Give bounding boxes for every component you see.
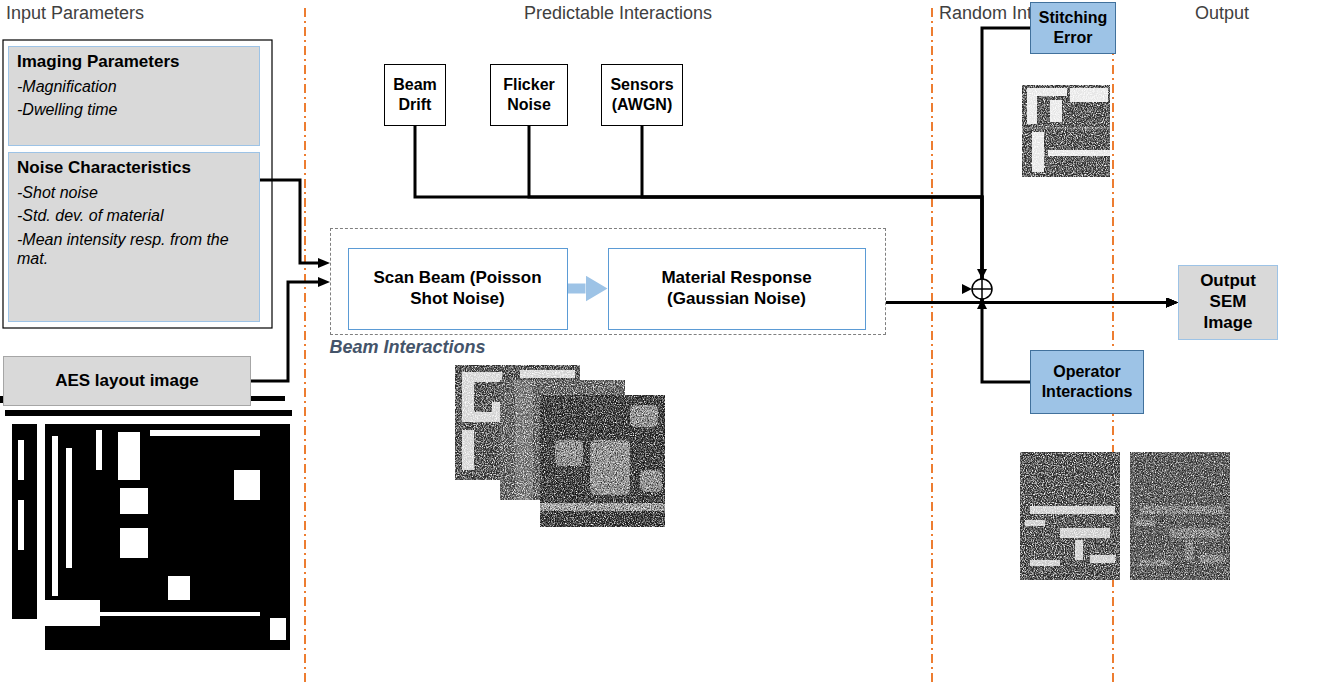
layout-image xyxy=(270,618,286,640)
text-holder: Beam Drift xyxy=(389,75,441,114)
stitching-image xyxy=(1022,85,1110,177)
operator-image xyxy=(1130,452,1230,580)
operator-image xyxy=(1020,452,1120,580)
parameter-box: Noise Characteristics -Shot noise -Std. de… xyxy=(8,152,260,322)
column-divider xyxy=(305,8,1113,683)
stitching-image xyxy=(1022,85,1110,177)
list-item: -Magnification xyxy=(17,77,251,97)
column-heading: Predictable Interactions xyxy=(521,3,715,24)
summing-junction xyxy=(981,279,983,299)
operator-image xyxy=(1020,452,1230,580)
beam-interaction-image xyxy=(540,395,665,527)
beam-interaction-image xyxy=(455,365,665,527)
summing-junction xyxy=(977,269,987,279)
group-heading: Beam Interactions xyxy=(330,337,486,359)
text-holder: Noise Characteristics -Shot noise -Std. de… xyxy=(17,158,251,269)
operator-image xyxy=(1130,452,1230,580)
text-holder: Operator Interactions xyxy=(1035,362,1139,401)
list-item: -Shot noise xyxy=(17,183,251,203)
noise-source-box: Flicker Noise xyxy=(490,64,568,126)
parameter-box: Imaging Parameters -Magnification -Dwellin… xyxy=(8,46,260,146)
process-box: Material Response (Gaussian Noise) xyxy=(608,248,866,330)
layout-image xyxy=(120,488,148,514)
operator-image xyxy=(1130,452,1230,580)
summing-junction xyxy=(977,299,987,309)
layout-image xyxy=(168,576,190,600)
connector-arrow xyxy=(251,282,318,381)
input-frame xyxy=(3,40,272,328)
layout-image xyxy=(234,470,260,500)
text-holder: Flicker Noise xyxy=(495,75,563,114)
process-box: Scan Beam (Poisson Shot Noise) xyxy=(348,248,568,330)
column-divider xyxy=(304,8,306,683)
list-item: -Mean intensity resp. from the mat. xyxy=(17,230,251,269)
layout-image xyxy=(52,436,58,596)
connector-arrow xyxy=(260,180,318,263)
box-label: Flicker Noise xyxy=(495,75,563,114)
layout-image xyxy=(45,424,290,650)
text-holder: Beam Interactions xyxy=(330,337,486,359)
summing-junction xyxy=(972,279,992,299)
list-item: -Dwelling time xyxy=(17,100,251,120)
list-item: -Std. dev. of material xyxy=(17,206,251,226)
text-holder: Material Response (Gaussian Noise) xyxy=(613,268,861,309)
box-label: Beam Drift xyxy=(389,75,441,114)
box-heading: Noise Characteristics xyxy=(17,158,251,179)
layout-image xyxy=(150,430,260,436)
box-label: Operator Interactions xyxy=(1035,362,1139,401)
text-holder: AES layout image xyxy=(8,371,246,392)
text-holder: Imaging Parameters -Magnification -Dwellin… xyxy=(17,52,251,120)
layout-image xyxy=(118,432,140,480)
summing-junction xyxy=(962,269,992,309)
random-effect-box: Stitching Error xyxy=(1030,2,1116,54)
box-label: Scan Beam (Poisson Shot Noise) xyxy=(353,268,563,309)
layout-image xyxy=(12,424,37,619)
random-effect-box: Operator Interactions xyxy=(1030,350,1144,414)
text-holder: Scan Beam (Poisson Shot Noise) xyxy=(353,268,563,309)
operator-image xyxy=(1020,452,1120,580)
box-label: Stitching Error xyxy=(1035,8,1111,47)
layout-image xyxy=(18,500,24,550)
beam-interaction-image xyxy=(540,395,665,527)
box-label: Output SEM Image xyxy=(1183,271,1273,333)
layout-image xyxy=(0,396,292,650)
group-box: Beam InteractionsScan Beam (Poisson Shot… xyxy=(330,228,886,335)
layout-image xyxy=(66,448,72,568)
layout-image xyxy=(18,440,24,480)
column-divider xyxy=(931,8,933,683)
box-label: AES layout image xyxy=(8,371,246,392)
text-holder: Stitching Error xyxy=(1035,8,1111,47)
input-box: AES layout image xyxy=(3,356,251,406)
connector-arrow xyxy=(568,284,586,294)
layout-image xyxy=(96,430,102,470)
noise-source-box: Sensors (AWGN) xyxy=(601,64,683,126)
input-frame xyxy=(3,40,272,328)
layout-image xyxy=(5,410,292,416)
layout-image xyxy=(45,600,100,626)
box-heading: Imaging Parameters xyxy=(17,52,251,73)
text-holder: Sensors (AWGN) xyxy=(606,75,678,114)
box-label: Sensors (AWGN) xyxy=(606,75,678,114)
text-holder: Output SEM Image xyxy=(1183,271,1273,333)
column-heading: Input Parameters xyxy=(3,3,147,24)
output-box: Output SEM Image xyxy=(1178,265,1278,340)
box-label: Material Response (Gaussian Noise) xyxy=(629,268,844,309)
column-divider xyxy=(1112,8,1114,683)
summing-junction xyxy=(962,284,972,294)
column-heading: Output xyxy=(1192,3,1252,24)
layout-image xyxy=(120,528,148,558)
connector-arrow xyxy=(982,28,1166,303)
layout-image xyxy=(100,612,260,616)
noise-source-box: Beam Drift xyxy=(384,64,446,126)
stitching-image xyxy=(1022,85,1110,177)
beam-interaction-image xyxy=(540,395,665,527)
